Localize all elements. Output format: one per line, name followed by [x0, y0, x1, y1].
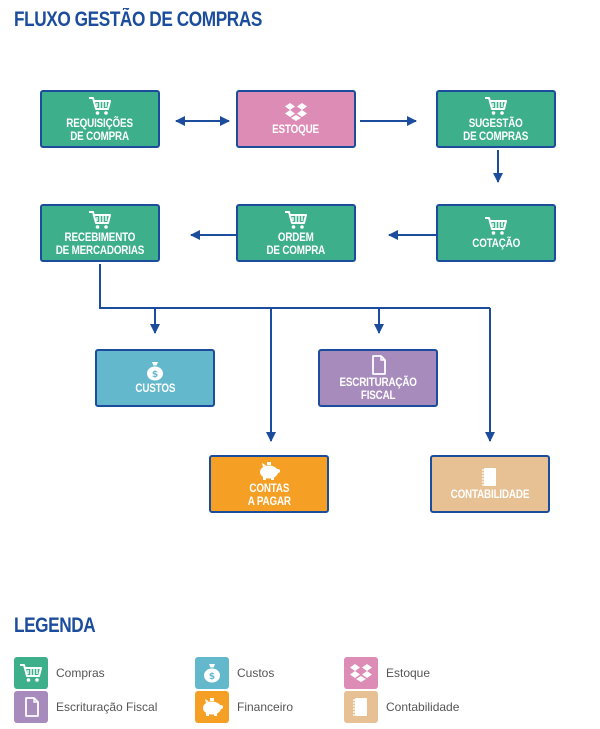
node-requisicoes-de-compra: REQUISIÇÕES DE COMPRA — [40, 90, 160, 148]
money-bag-icon — [143, 361, 167, 381]
legend-item-estoque: Estoque — [344, 657, 430, 689]
notebook-icon — [349, 696, 373, 718]
legend-swatch — [344, 691, 378, 723]
node-escrituracao-fiscal: ESCRITURAÇÃO FISCAL — [318, 349, 438, 407]
node-label: SUGESTÃO DE COMPRAS — [463, 115, 529, 143]
cart-icon — [88, 210, 112, 230]
node-cotacao: COTAÇÃO — [436, 204, 556, 262]
piggy-bank-icon — [200, 696, 224, 718]
cart-icon — [284, 210, 308, 230]
legend-item-compras: Compras — [14, 657, 105, 689]
cart-icon — [19, 662, 43, 684]
piggy-bank-icon — [257, 461, 281, 481]
legend-item-financeiro: Financeiro — [195, 691, 293, 723]
cart-icon — [88, 96, 112, 116]
node-label: CONTABILIDADE — [450, 487, 530, 501]
document-icon — [366, 355, 390, 375]
node-contas-a-pagar: CONTAS A PAGAR — [209, 455, 329, 513]
legend-swatch — [195, 657, 229, 689]
node-label: ESTOQUE — [272, 122, 320, 136]
dropbox-icon — [284, 102, 308, 122]
legend-item-contabilidade: Contabilidade — [344, 691, 459, 723]
dropbox-icon — [349, 662, 373, 684]
page-title: FLUXO GESTÃO DE COMPRAS — [14, 8, 262, 31]
legend-swatch — [195, 691, 229, 723]
legend-label: Custos — [237, 666, 275, 680]
node-label: ORDEM DE COMPRA — [266, 229, 326, 257]
notebook-icon — [478, 467, 502, 487]
line-recebimento-bus — [99, 264, 490, 309]
money-bag-icon — [200, 662, 224, 684]
node-label: CUSTOS — [135, 381, 175, 395]
legend-swatch — [14, 691, 48, 723]
node-sugestao-de-compras: SUGESTÃO DE COMPRAS — [436, 90, 556, 148]
node-ordem-de-compra: ORDEM DE COMPRA — [236, 204, 356, 262]
legend-title: LEGENDA — [14, 614, 96, 637]
legend-label: Escrituração Fiscal — [56, 700, 158, 714]
legend-label: Compras — [56, 666, 105, 680]
legend-item-custos: Custos — [195, 657, 274, 689]
legend-label: Estoque — [386, 666, 431, 680]
node-recebimento-de-mercadorias: RECEBIMENTO DE MERCADORIAS — [40, 204, 160, 262]
document-icon — [19, 696, 43, 718]
legend-label: Contabilidade — [386, 700, 460, 714]
node-label: ESCRITURAÇÃO FISCAL — [339, 374, 417, 402]
node-label: REQUISIÇÕES DE COMPRA — [66, 115, 134, 143]
cart-icon — [484, 96, 508, 116]
node-label: RECEBIMENTO DE MERCADORIAS — [55, 229, 145, 257]
legend-label: Financeiro — [237, 700, 294, 714]
node-label: CONTAS A PAGAR — [247, 480, 291, 508]
cart-icon — [484, 216, 508, 236]
node-custos: CUSTOS — [95, 349, 215, 407]
node-contabilidade: CONTABILIDADE — [430, 455, 550, 513]
legend-swatch — [14, 657, 48, 689]
node-label: COTAÇÃO — [472, 236, 520, 250]
legend-item-escrituracao-fiscal: Escrituração Fiscal — [14, 691, 157, 723]
node-estoque: ESTOQUE — [236, 90, 356, 148]
legend-swatch — [344, 657, 378, 689]
